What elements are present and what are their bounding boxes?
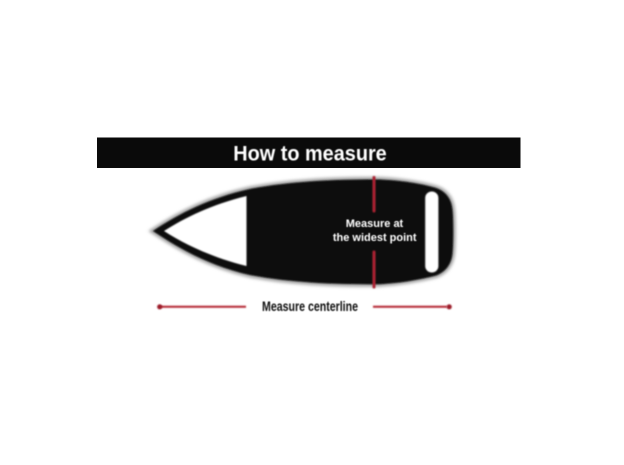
svg-text:Measure at: Measure at [346,218,404,230]
svg-text:the widest point: the widest point [333,232,417,244]
svg-text:How to measure: How to measure [233,143,387,166]
svg-text:Measure centerline: Measure centerline [262,299,358,314]
